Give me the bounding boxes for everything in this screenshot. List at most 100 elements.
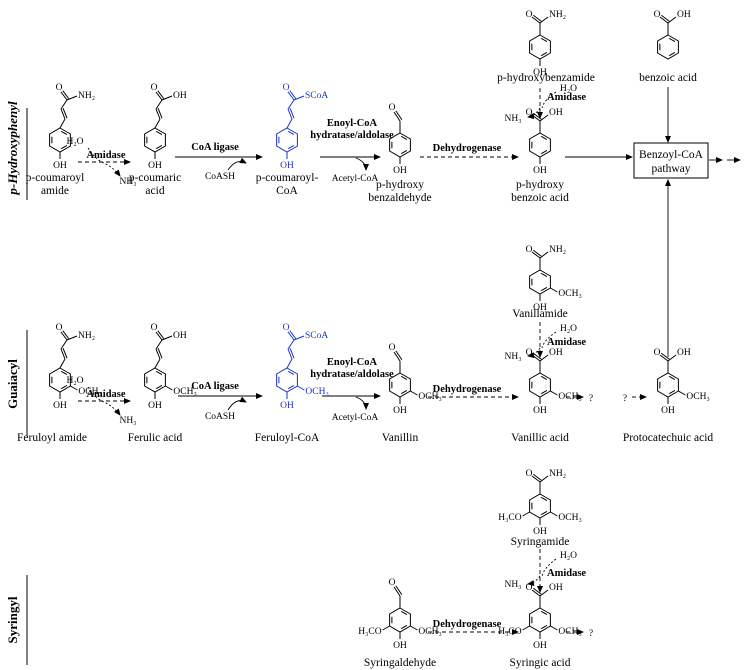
vanillamide-carbonyl-o-label: O bbox=[526, 245, 533, 255]
protocatechuic-acid-carbonyl-o-label: O bbox=[654, 348, 661, 358]
nh3-curve-benzamide bbox=[527, 107, 541, 120]
p-hydroxybenzaldehyde-carbonyl-o-label: O bbox=[389, 103, 396, 113]
coa-ligase-label-hydroxyphenyl: CoA ligase bbox=[191, 142, 239, 153]
vanillin-ring bbox=[389, 350, 418, 404]
syringamide-methoxy-right-label: OCH₃ bbox=[558, 513, 581, 523]
vanillamide-group-label: NH₂ bbox=[549, 245, 566, 255]
h2o-label-hydroxyphenyl: H₂O bbox=[66, 137, 83, 147]
syringic-acid-hydroxyl-label: OH bbox=[533, 641, 547, 651]
feruloyl-amide-hydroxyl-label: OH bbox=[53, 401, 67, 411]
nh3-label-hydroxyphenyl: NH₃ bbox=[119, 177, 136, 187]
p-coumaric-acid-group-label: OH bbox=[173, 91, 187, 101]
vanillamide-hydroxyl-label: OH bbox=[533, 303, 547, 313]
syringic-acid-methoxy-left-label: H₃CO bbox=[498, 627, 522, 637]
h2o-label-benzamide: H₂O bbox=[560, 84, 577, 94]
feruloyl-amide-ring bbox=[49, 330, 78, 399]
enoyl-coa-label-1-hydroxyphenyl: Enoyl-CoA bbox=[327, 118, 378, 129]
syringic-acid-name: Syringic acid bbox=[510, 657, 571, 669]
vanillic-acid-group-label: OH bbox=[549, 348, 563, 358]
vanillin-carbonyl-o-label: O bbox=[389, 343, 396, 353]
h2o-nh3-curve-guaiacyl bbox=[87, 386, 121, 416]
coash-curve-guaiacyl bbox=[227, 396, 247, 411]
row-label-hydroxyphenyl: p-Hydroxyphenyl bbox=[5, 101, 20, 196]
unknown-label-protocatechuic: ? bbox=[623, 394, 627, 404]
coash-label-hydroxyphenyl: CoASH bbox=[205, 172, 235, 182]
arrow-layer bbox=[26, 87, 741, 665]
amidase-label-hydroxyphenyl: Amidase bbox=[86, 150, 125, 161]
p-hydroxybenzaldehyde-name-1: p-hydroxy bbox=[376, 179, 424, 191]
protocatechuic-acid-name: Protocatechuic acid bbox=[623, 432, 714, 444]
syringaldehyde-ring bbox=[382, 585, 418, 639]
p-coumaroyl-amide-carbonyl-o-label: O bbox=[56, 83, 63, 93]
vanillamide-name: Vanillamide bbox=[512, 308, 568, 320]
nh3-curve-syringamide bbox=[527, 575, 541, 587]
h2o-curve-syringamide bbox=[541, 558, 557, 577]
p-coumaroyl-coa-group-label: SCoA bbox=[305, 91, 328, 101]
p-hydroxybenzaldehyde-name-2: benzaldehyde bbox=[368, 192, 431, 204]
p-coumaric-acid-hydroxyl-label: OH bbox=[148, 161, 162, 171]
syringaldehyde-methoxy-right-label: OCH₃ bbox=[418, 627, 441, 637]
benzoyl-coa-box-line-1: Benzoyl-CoA bbox=[639, 149, 704, 161]
p-coumaroyl-coa-hydroxyl-label: OH bbox=[280, 161, 294, 171]
syringic-acid-carbonyl-o-label: O bbox=[526, 583, 533, 593]
p-hydroxybenzamide-hydroxyl-label: OH bbox=[533, 68, 547, 78]
p-hydroxybenzoic-acid-ring bbox=[529, 112, 551, 164]
ferulic-acid-hydroxyl-label: OH bbox=[148, 401, 162, 411]
p-hydroxybenzoic-acid-carbonyl-o-label: O bbox=[526, 108, 533, 118]
enoyl-coa-label-1-guaiacyl: Enoyl-CoA bbox=[327, 357, 378, 368]
benzoyl-coa-box-line-2: pathway bbox=[652, 163, 691, 175]
syringamide-ring bbox=[522, 473, 558, 525]
row-label-guaiacyl: Guaiacyl bbox=[5, 359, 20, 409]
feruloyl-amide-carbonyl-o-label: O bbox=[56, 323, 63, 333]
ferulic-acid-ring bbox=[144, 330, 173, 399]
feruloyl-amide-name: Feruloyl amide bbox=[17, 432, 87, 444]
syringic-acid-methoxy-right-label: OCH₃ bbox=[558, 627, 581, 637]
dehydrogenase-label-syringyl: Dehydrogenase bbox=[433, 619, 502, 630]
amidase-label-syringamide: Amidase bbox=[547, 568, 586, 579]
coash-curve-hydroxyphenyl bbox=[227, 157, 247, 171]
h2o-label-syringamide: H₂O bbox=[560, 551, 577, 561]
feruloyl-coa-hydroxyl-label: OH bbox=[280, 401, 294, 411]
protocatechuic-acid-group-label: OH bbox=[677, 348, 691, 358]
ferulic-acid-carbonyl-o-label: O bbox=[151, 323, 158, 333]
unknown-label-vanillic: ? bbox=[589, 394, 593, 404]
p-coumaroyl-amide-name-2: amide bbox=[41, 185, 69, 197]
p-coumaric-acid-name-1: p-coumaric bbox=[129, 172, 181, 184]
syringamide-group-label: NH₂ bbox=[549, 469, 566, 479]
h2o-curve-benzamide bbox=[541, 91, 557, 109]
syringamide-name: Syringamide bbox=[511, 536, 570, 548]
syringic-acid-ring bbox=[522, 587, 558, 639]
syringaldehyde-methoxy-left-label: H₃CO bbox=[358, 627, 382, 637]
p-hydroxybenzoic-acid-name-1: p-hydroxy bbox=[516, 179, 564, 191]
benzoyl-coa-pathway-box bbox=[633, 142, 709, 179]
nh3-label-syringamide: NH₃ bbox=[504, 580, 521, 590]
p-hydroxybenzoic-acid-name-2: benzoic acid bbox=[511, 192, 569, 204]
p-hydroxybenzoic-acid-group-label: OH bbox=[549, 108, 563, 118]
syringamide-carbonyl-o-label: O bbox=[526, 469, 533, 479]
vanillic-acid-methoxy-right-label: OCH₃ bbox=[558, 392, 581, 402]
acetyl-coa-label-hydroxyphenyl: Acetyl-CoA bbox=[332, 174, 379, 184]
p-hydroxybenzamide-group-label: NH₂ bbox=[549, 10, 566, 20]
p-hydroxybenzamide-name: p-hydroxybenzamide bbox=[497, 72, 595, 84]
syringaldehyde-carbonyl-o-label: O bbox=[389, 578, 396, 588]
feruloyl-coa-carbonyl-o-label: O bbox=[283, 323, 290, 333]
h2o-nh3-curve-hydroxyphenyl bbox=[87, 147, 121, 177]
p-hydroxybenzamide-ring bbox=[529, 14, 551, 66]
dehydrogenase-label-guaiacyl: Dehydrogenase bbox=[433, 384, 502, 395]
row-label-syringyl: Syringyl bbox=[5, 596, 20, 643]
feruloyl-coa-methoxy-right-label: OCH₃ bbox=[305, 387, 328, 397]
feruloyl-coa-name: Feruloyl-CoA bbox=[255, 432, 320, 444]
p-coumaroyl-coa-name-2: CoA bbox=[276, 185, 298, 197]
unknown-label-syringic: ? bbox=[589, 629, 593, 639]
benzoic-acid-name: benzoic acid bbox=[639, 72, 697, 84]
amidase-label-benzamide: Amidase bbox=[547, 92, 586, 103]
p-coumaroyl-amide-hydroxyl-label: OH bbox=[53, 161, 67, 171]
p-coumaroyl-coa-name-1: p-coumaroyl- bbox=[256, 172, 319, 184]
p-coumaroyl-coa-carbonyl-o-label: O bbox=[283, 83, 290, 93]
p-hydroxybenzaldehyde-ring bbox=[389, 110, 411, 164]
vanillin-methoxy-right-label: OCH₃ bbox=[418, 392, 441, 402]
protocatechuic-acid-ring bbox=[657, 352, 686, 404]
acetyl-coa-curve-hydroxyphenyl bbox=[355, 157, 369, 171]
amidase-label-guaiacyl: Amidase bbox=[86, 389, 125, 400]
